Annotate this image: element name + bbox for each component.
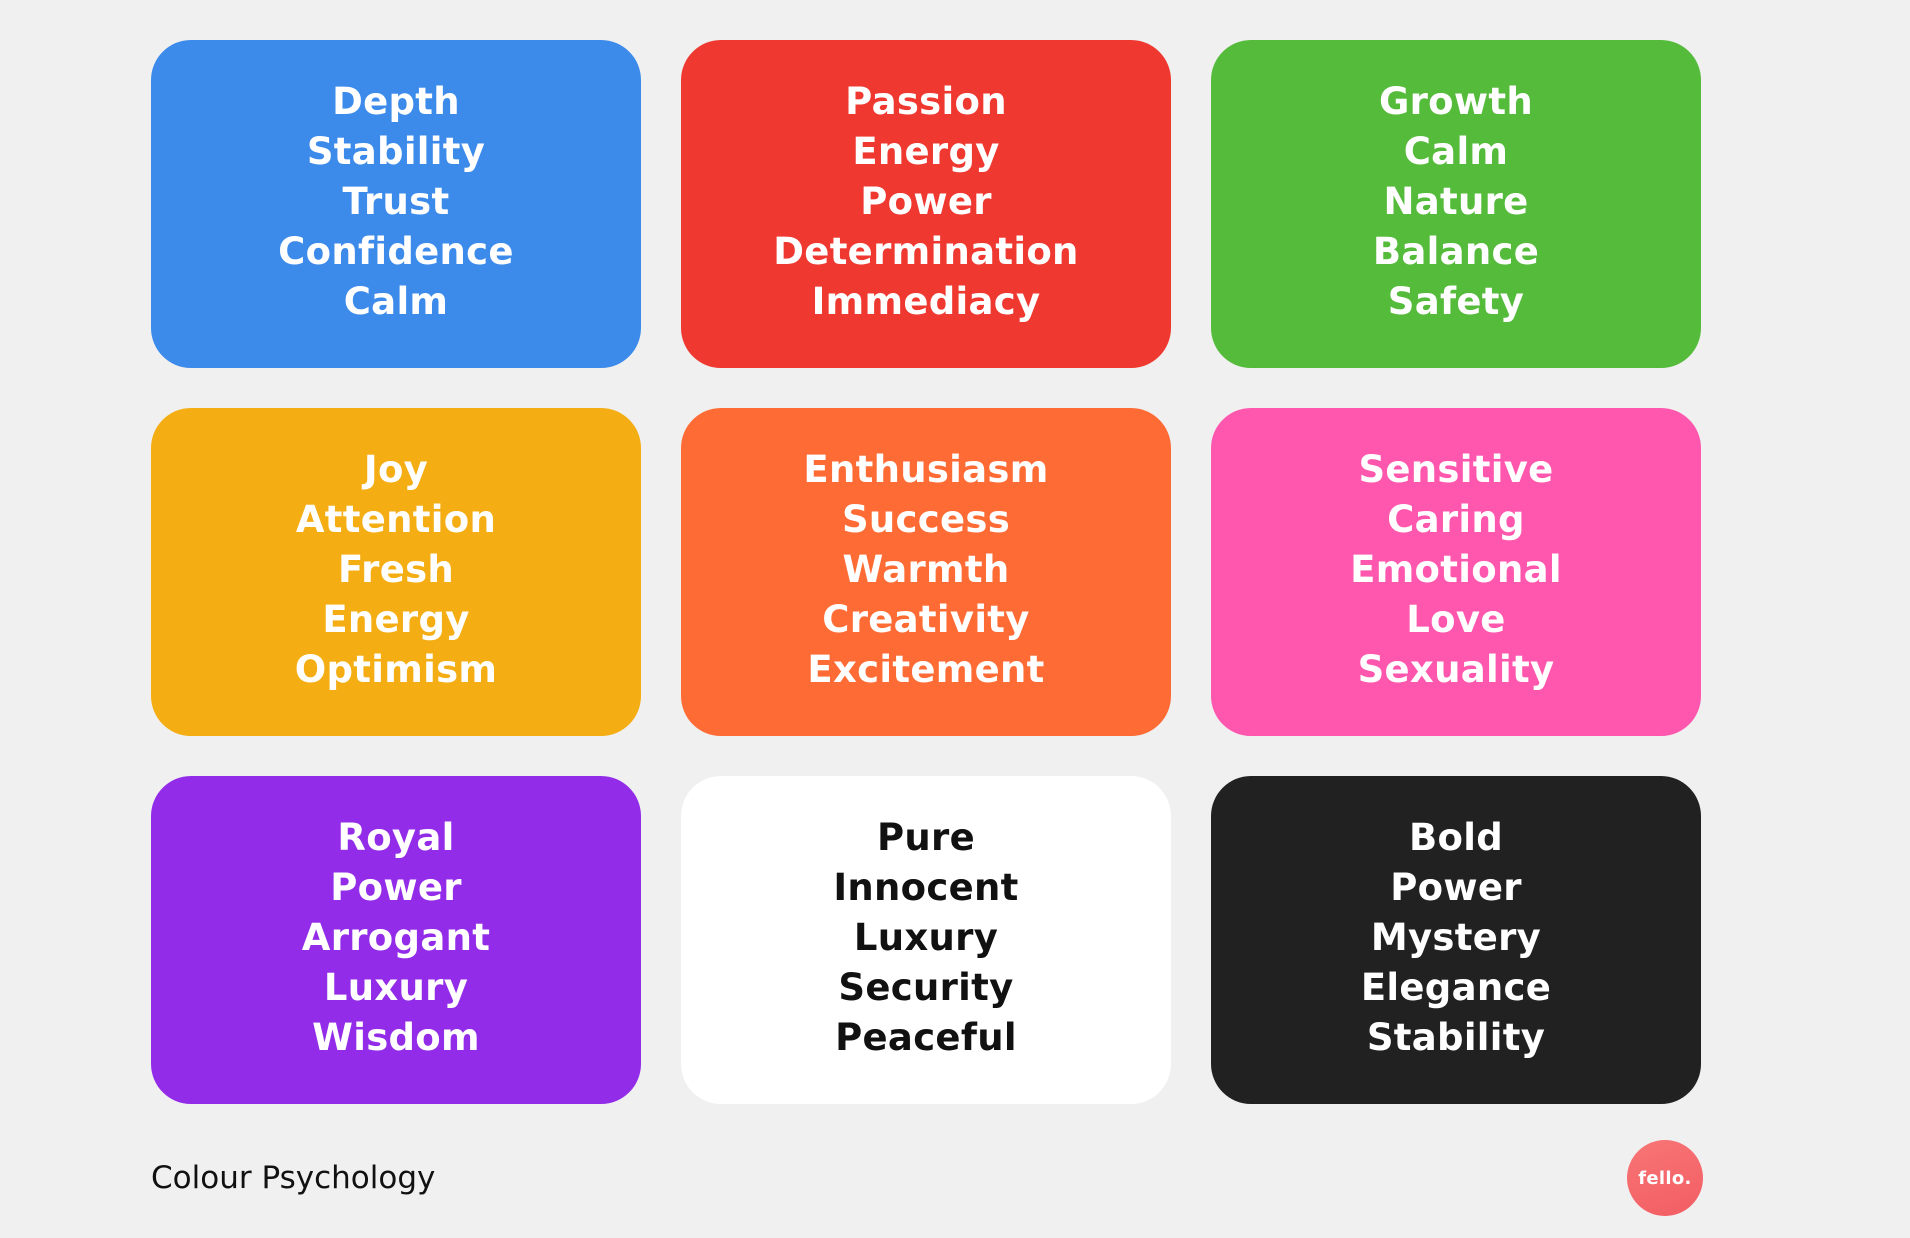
- card-word: Warmth: [842, 548, 1010, 591]
- card-orange: Enthusiasm Success Warmth Creativity Exc…: [681, 408, 1171, 736]
- card-word: Joy: [363, 448, 429, 491]
- card-word: Immediacy: [811, 280, 1041, 323]
- card-blue: Depth Stability Trust Confidence Calm: [151, 40, 641, 368]
- card-word: Depth: [332, 80, 460, 123]
- card-black: Bold Power Mystery Elegance Stability: [1211, 776, 1701, 1104]
- card-word: Peaceful: [835, 1016, 1017, 1059]
- page-title: Colour Psychology: [151, 1160, 436, 1196]
- card-word: Security: [838, 966, 1014, 1009]
- fello-logo: fello.: [1627, 1140, 1703, 1216]
- card-red: Passion Energy Power Determination Immed…: [681, 40, 1171, 368]
- card-word: Power: [1390, 866, 1522, 909]
- card-word: Trust: [342, 180, 450, 223]
- card-word: Luxury: [323, 966, 469, 1009]
- card-word: Power: [860, 180, 992, 223]
- card-purple: Royal Power Arrogant Luxury Wisdom: [151, 776, 641, 1104]
- card-word: Stability: [1366, 1016, 1546, 1059]
- card-word: Nature: [1383, 180, 1529, 223]
- card-word: Sensitive: [1358, 448, 1554, 491]
- card-word: Safety: [1387, 280, 1525, 323]
- card-word: Growth: [1378, 80, 1534, 123]
- colour-card-grid: Depth Stability Trust Confidence Calm Pa…: [151, 40, 1701, 1104]
- card-word: Arrogant: [301, 916, 491, 959]
- card-word: Bold: [1409, 816, 1503, 859]
- card-word: Innocent: [833, 866, 1019, 909]
- card-word: Wisdom: [312, 1016, 480, 1059]
- card-word: Luxury: [853, 916, 999, 959]
- card-word: Enthusiasm: [803, 448, 1049, 491]
- card-word: Mystery: [1370, 916, 1542, 959]
- card-word: Optimism: [294, 648, 498, 691]
- card-word: Creativity: [822, 598, 1030, 641]
- card-word: Energy: [852, 130, 1000, 173]
- card-word: Attention: [295, 498, 497, 541]
- card-word: Excitement: [807, 648, 1045, 691]
- card-word: Elegance: [1360, 966, 1552, 1009]
- card-word: Passion: [845, 80, 1007, 123]
- card-word: Determination: [773, 230, 1079, 273]
- card-word: Royal: [337, 816, 455, 859]
- card-word: Caring: [1387, 498, 1525, 541]
- card-word: Pure: [877, 816, 975, 859]
- card-word: Power: [330, 866, 462, 909]
- card-word: Energy: [322, 598, 470, 641]
- card-word: Confidence: [278, 230, 514, 273]
- card-word: Sexuality: [1357, 648, 1555, 691]
- card-word: Balance: [1372, 230, 1540, 273]
- card-yellow: Joy Attention Fresh Energy Optimism: [151, 408, 641, 736]
- card-word: Stability: [306, 130, 486, 173]
- card-word: Love: [1406, 598, 1506, 641]
- card-white: Pure Innocent Luxury Security Peaceful: [681, 776, 1171, 1104]
- card-word: Calm: [1403, 130, 1509, 173]
- logo-text: fello.: [1638, 1167, 1692, 1189]
- card-word: Emotional: [1350, 548, 1562, 591]
- card-word: Fresh: [337, 548, 455, 591]
- card-word: Success: [841, 498, 1011, 541]
- card-green: Growth Calm Nature Balance Safety: [1211, 40, 1701, 368]
- card-word: Calm: [343, 280, 449, 323]
- card-pink: Sensitive Caring Emotional Love Sexualit…: [1211, 408, 1701, 736]
